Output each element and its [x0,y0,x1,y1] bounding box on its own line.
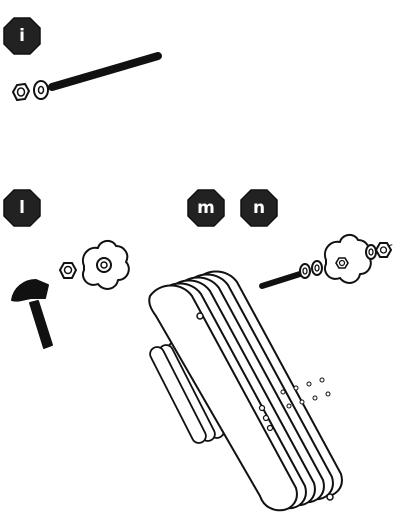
washer-icon [311,260,323,276]
step-badge-m: m [187,189,225,227]
octagon-badge-icon [240,189,278,227]
plate-hole-dots [280,377,331,409]
octagon-badge-icon [3,189,41,227]
step-badge-l: l [3,189,41,227]
step-label-m: m [197,198,215,218]
nut-icon [374,242,393,258]
washer-icon [365,244,377,260]
threaded-rod-icon [259,271,303,289]
washer-icon [33,80,49,100]
nut-icon [11,82,31,102]
step-i-parts [11,52,162,102]
octagon-badge-icon [187,189,225,227]
hammer-icon [11,279,53,349]
washer-icon [299,263,311,279]
star-knob-icon [82,240,130,290]
step-l-parts [11,240,130,349]
nut-icon [58,262,78,279]
stacked-slotted-plates-icon [148,270,343,512]
step-label-i: i [19,26,25,46]
step-label-n: n [252,198,266,218]
step-label-l: l [19,198,25,218]
threaded-rod-icon [48,52,162,91]
star-knob-icon [324,234,372,284]
octagon-badge-icon [3,17,41,55]
step-mn-parts [148,234,396,512]
step-badge-n: n [240,189,278,227]
step-badge-i: i [3,17,41,55]
